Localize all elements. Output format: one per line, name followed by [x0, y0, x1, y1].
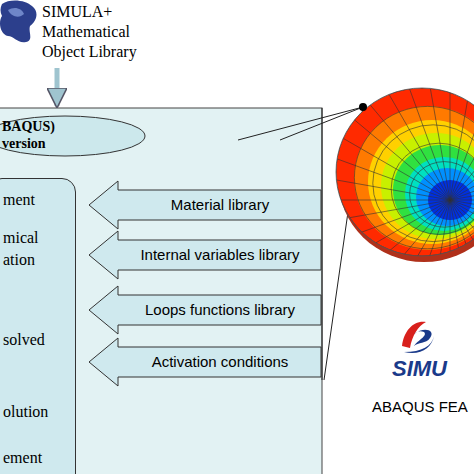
node-text: Internal variables library — [118, 246, 322, 264]
library-icon — [0, 0, 36, 42]
node-text: Activation conditions — [118, 353, 322, 371]
library-icon-highlight — [8, 8, 24, 17]
node-text: SIMULA+ Mathematical Object Library — [42, 2, 164, 62]
library-arrow: Material library — [88, 180, 322, 230]
library-title: SIMULA+ Mathematical Object Library — [42, 2, 164, 66]
library-arrow: Activation conditions — [88, 337, 322, 387]
node-text: ement — [3, 447, 63, 469]
logo-text: SIMU — [392, 356, 447, 382]
process-box: ment mical ation solved olution ement — [0, 178, 76, 474]
node-text: olution — [3, 401, 63, 423]
node-text: ment — [3, 189, 63, 211]
flow-arrow — [55, 68, 60, 106]
node-text: Material library — [118, 196, 322, 214]
node-text: BAQUS) version — [0, 115, 62, 152]
ds-logo — [402, 322, 434, 353]
library-arrow: Internal variables library — [88, 230, 322, 280]
node-text: Loops functions library — [118, 301, 322, 319]
software-label: ABAQUS FEA — [372, 398, 468, 415]
node-text: solved — [3, 329, 63, 351]
library-arrow: Loops functions library — [88, 285, 322, 335]
version-ellipse: BAQUS) version — [0, 115, 146, 157]
node-text: mical ation — [3, 227, 63, 271]
